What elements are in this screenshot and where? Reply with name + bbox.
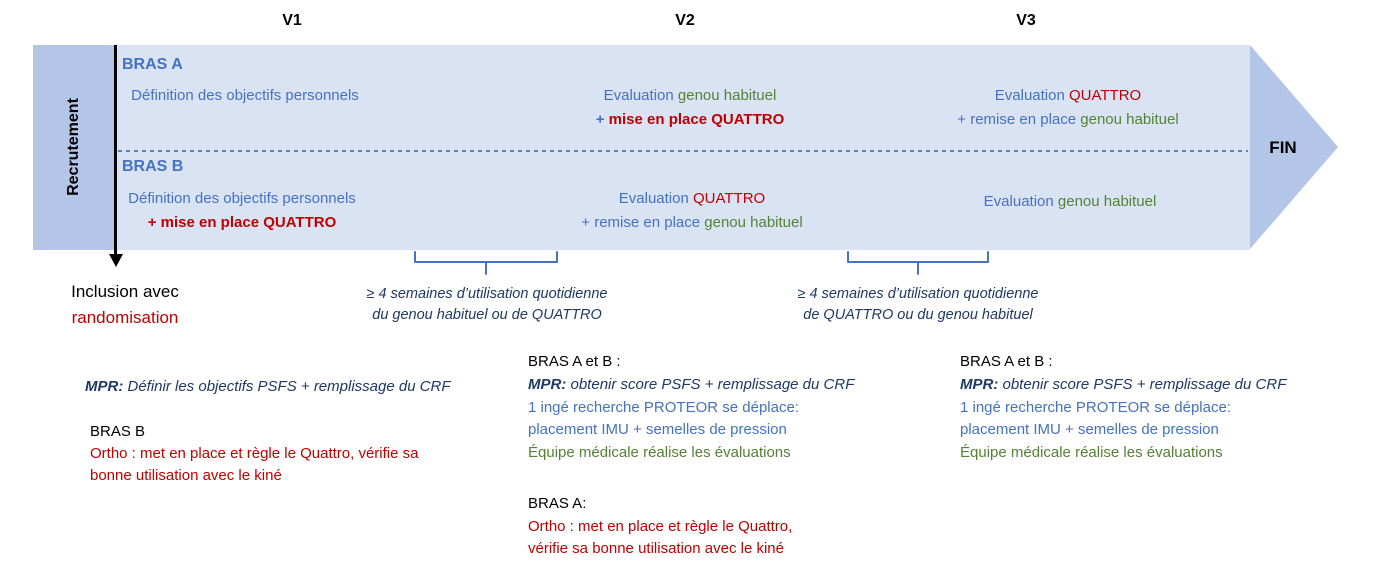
bras-b-v3-cell: Evaluation genou habituel [984,190,1157,214]
bras-b-v1-line1: Définition des objectifs personnels [128,190,356,207]
visit-header-v2: V2 [675,12,695,29]
note-v2-bras-a-title: BRAS A: [528,495,587,512]
bras-b-v2-cell: Evaluation QUATTRO + remise en place gen… [581,187,802,235]
note-v3-title: BRAS A et B : [960,353,1053,370]
bras-b-v1-cell: Définition des objectifs personnels + mi… [128,187,356,235]
randomisation-line: randomisation [71,308,179,327]
duration-note-right: ≥ 4 semaines d’utilisation quotidienne d… [797,286,1039,323]
bras-a-v2-line2: + mise en place QUATTRO [595,111,785,128]
visit-header-v1: V1 [282,12,302,29]
inclusion-line1: Inclusion avec [71,282,179,301]
bras-a-v3-cell: Evaluation QUATTRO + remise en place gen… [957,84,1178,132]
note-v1-ortho-line1: Ortho : met en place et règle le Quattro… [90,445,419,462]
bras-a-label: BRAS A [122,56,183,73]
bras-b-v2-line1: Evaluation QUATTRO [618,190,766,207]
bras-b-v2-line2: + remise en place genou habituel [581,214,803,231]
bras-a-v2-cell: Evaluation genou habituel + mise en plac… [596,84,785,132]
note-v3-equipe-line: Équipe médicale réalise les évaluations [960,444,1223,461]
randomisation-arrow-line [114,45,117,255]
duration-brace-right [847,251,989,275]
note-v2-proteor-line2: placement IMU + semelles de pression [528,421,787,438]
note-v3-mpr: MPR: obtenir score PSFS + remplissage du… [960,376,1287,393]
visit-header-v3: V3 [1016,12,1036,29]
duration-brace-left [414,251,558,275]
bras-b-label: BRAS B [122,158,184,175]
note-v1-bras-b-title: BRAS B [90,423,146,440]
note-v2-equipe-line: Équipe médicale réalise les évaluations [528,444,791,461]
bras-a-v3-line2: + remise en place genou habituel [957,111,1179,128]
note-v2-ortho-line1: Ortho : met en place et règle le Quattro… [528,518,793,535]
timeline-arrow-body [115,45,1250,250]
arm-divider-dashed-line [118,150,1248,152]
bras-a-v1-line1: Définition des objectifs personnels [131,87,359,104]
note-v1-ortho-line2: bonne utilisation avec le kiné [90,467,282,484]
note-v2-title: BRAS A et B : [528,353,621,370]
note-v1-mpr: MPR: Définir les objectifs PSFS + rempli… [85,378,451,395]
bras-b-v3-line1: Evaluation genou habituel [983,193,1157,210]
inclusion-note: Inclusion avec randomisation [71,279,179,331]
randomisation-arrowhead-icon [108,254,123,267]
duration-note-left: ≥ 4 semaines d’utilisation quotidienne d… [366,286,608,323]
note-v3-proteor-line2: placement IMU + semelles de pression [960,421,1219,438]
bras-a-v2-line1: Evaluation genou habituel [603,87,777,104]
fin-label: FIN [1269,138,1297,157]
recruitment-panel [33,45,115,250]
note-v2-proteor-line1: 1 ingé recherche PROTEOR se déplace: [528,399,799,416]
bras-b-v1-line2: + mise en place QUATTRO [147,214,337,231]
note-v3-proteor-line1: 1 ingé recherche PROTEOR se déplace: [960,399,1231,416]
timeline-arrowhead [1250,45,1338,249]
note-v2-mpr: MPR: obtenir score PSFS + remplissage du… [528,376,855,393]
bras-a-v3-line1: Evaluation QUATTRO [994,87,1142,104]
recruitment-label: Recrutement [65,98,82,196]
note-v2-ortho-line2: vérifie sa bonne utilisation avec le kin… [528,540,784,557]
bras-a-v1-cell: Définition des objectifs personnels [131,84,359,108]
